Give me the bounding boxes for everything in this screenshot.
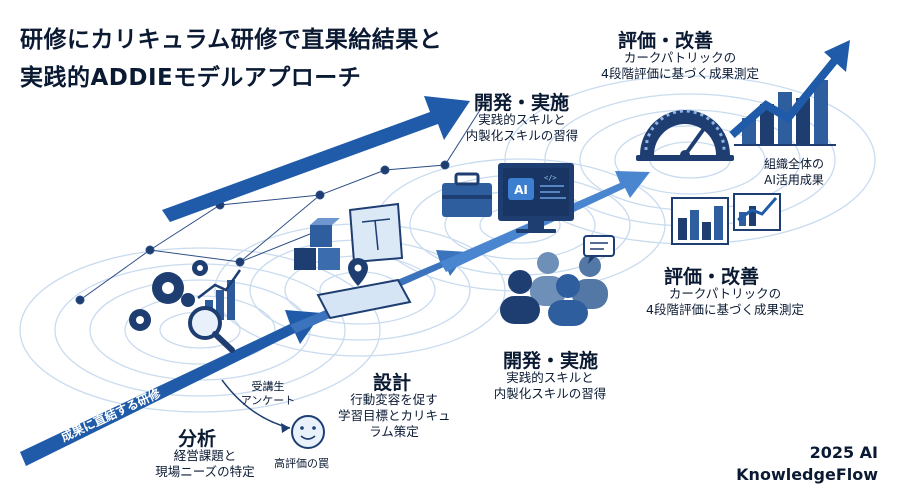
analysis-title: 分析 bbox=[178, 428, 217, 450]
development-upper-title: 開発・実施 bbox=[474, 92, 570, 114]
development-upper-desc-line2: 内製化スキルの習得 bbox=[465, 128, 579, 143]
development-lower-desc-line1: 実践的スキルと bbox=[506, 370, 594, 385]
survey-line1: 受講生 bbox=[251, 380, 285, 393]
cubes-icon bbox=[294, 218, 340, 270]
analysis-desc-line2: 現場ニーズの特定 bbox=[155, 464, 255, 479]
high-rating-trap-label: 高評価の罠 bbox=[274, 457, 329, 470]
bar-charts-icon bbox=[671, 193, 781, 245]
design-desc-line3: ラム策定 bbox=[369, 424, 419, 439]
growth-arrow-icon bbox=[729, 40, 850, 146]
gauge-icon bbox=[636, 109, 734, 161]
monitor-ai-label: AI bbox=[514, 183, 528, 197]
monitor-code-label: </> bbox=[544, 174, 557, 182]
evaluation-lower-desc-line2: 4段階評価に基づく成果測定 bbox=[646, 302, 804, 317]
evaluation-upper-desc: カークパトリックの 4段階評価に基づく成果測定 bbox=[600, 50, 760, 82]
development-upper-desc-line1: 実践的スキルと bbox=[478, 112, 566, 127]
brand-line1: 2025 AI bbox=[809, 443, 878, 462]
page-title-line2: 実践的ADDIEモデルアプローチ bbox=[20, 65, 362, 91]
upper-arrow bbox=[162, 96, 470, 222]
org-result-line1: 組織全体の bbox=[763, 157, 824, 171]
evaluation-upper-title: 評価・改善 bbox=[618, 30, 714, 52]
page-title-line1: 研修にカリキュラム研修で直果給結果と bbox=[20, 27, 443, 53]
development-lower-desc-line2: 内製化スキルの習得 bbox=[493, 386, 607, 401]
gears-icon bbox=[129, 260, 208, 331]
evaluation-lower-desc: カークパトリックの 4段階評価に基づく成果測定 bbox=[640, 286, 810, 318]
evaluation-upper-desc-line2: 4段階評価に基づく成果測定 bbox=[601, 66, 759, 81]
toolbox-icon bbox=[442, 172, 492, 217]
design-desc-line1: 行動変容を促す bbox=[350, 392, 438, 407]
evaluation-lower-desc-line1: カークパトリックの bbox=[668, 286, 782, 301]
development-lower-title: 開発・実施 bbox=[503, 350, 599, 372]
design-desc: 行動変容を促す 学習目標とカリキュ ラム策定 bbox=[338, 392, 451, 440]
evaluation-lower-title: 評価・改善 bbox=[664, 266, 760, 288]
smiley-icon bbox=[291, 415, 325, 449]
brand-footer: 2025 AI KnowledgeFlow bbox=[736, 442, 878, 486]
development-upper-desc: 実践的スキルと 内製化スキルの習得 bbox=[462, 112, 582, 144]
people-icon bbox=[500, 252, 608, 326]
survey-arrow bbox=[221, 379, 291, 433]
design-title: 設計 bbox=[373, 372, 412, 394]
survey-label: 受講生 アンケート bbox=[238, 380, 298, 408]
map-pin-icon bbox=[316, 258, 412, 320]
evaluation-upper-desc-line1: カークパトリックの bbox=[623, 50, 737, 65]
analysis-desc-line1: 経営課題と bbox=[173, 448, 237, 463]
monitor-icon: AI </> bbox=[498, 163, 574, 233]
speech-bubble-icon bbox=[583, 235, 615, 264]
survey-line2: アンケート bbox=[240, 394, 296, 407]
development-lower-desc: 実践的スキルと 内製化スキルの習得 bbox=[490, 370, 610, 402]
magnifier-icon bbox=[188, 306, 235, 353]
analysis-desc: 経営課題と 現場ニーズの特定 bbox=[150, 448, 260, 480]
blueprint-icon bbox=[348, 202, 404, 264]
design-desc-line2: 学習目標とカリキュ bbox=[338, 408, 451, 423]
brand-line2: KnowledgeFlow bbox=[736, 465, 878, 484]
org-result-line2: AI活用成果 bbox=[764, 173, 824, 187]
org-result-label: 組織全体の AI活用成果 bbox=[748, 156, 840, 188]
